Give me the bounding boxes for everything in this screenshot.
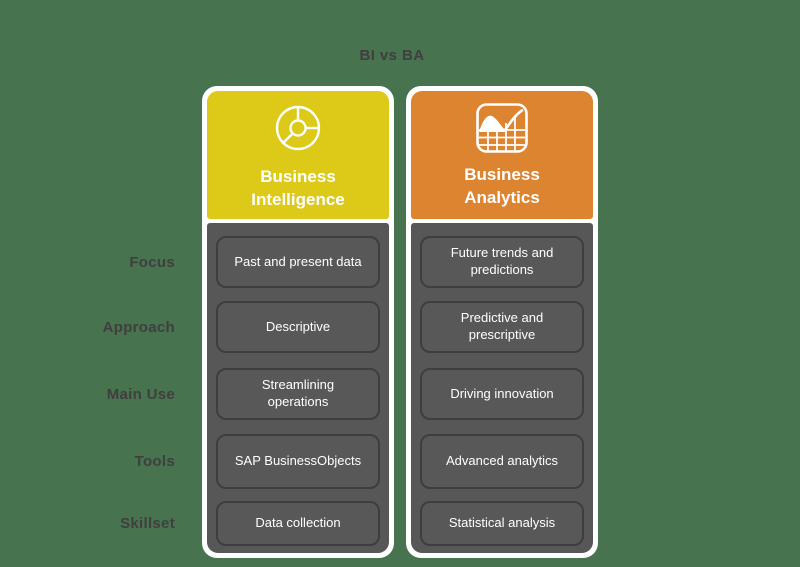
- ba-approach-text: Predictive and prescriptive: [460, 310, 544, 342]
- bi-tools-pill: SAP BusinessObjects: [216, 434, 380, 489]
- ba-focus-pill: Future trends and predictions: [420, 236, 584, 288]
- bi-approach-text: Descriptive: [265, 318, 331, 334]
- ba-main-use-text: Driving innovation: [450, 385, 554, 401]
- column-business-analytics: Business Analytics Future trends and pre…: [406, 86, 598, 558]
- row-label-skillset: Skillset: [120, 515, 175, 532]
- bi-body: Past and present data Descriptive Stream…: [207, 223, 389, 553]
- bi-main-use-text: Streamlining operations: [261, 377, 335, 409]
- pie-chart-icon: [269, 99, 327, 157]
- row-label-main-use: Main Use: [106, 385, 175, 403]
- ba-tools-text: Advanced analytics: [445, 453, 558, 469]
- ba-header: Business Analytics: [411, 91, 593, 219]
- ba-tools-pill: Advanced analytics: [420, 434, 584, 489]
- row-label-tools: Tools: [134, 453, 175, 470]
- bi-title: Business Intelligence: [251, 167, 345, 209]
- ba-body: Future trends and predictions Predictive…: [411, 223, 593, 553]
- bi-main-use-pill: Streamlining operations: [216, 368, 380, 420]
- bi-skillset-pill: Data collection: [216, 501, 380, 546]
- bi-skillset-text: Data collection: [255, 515, 341, 531]
- bi-focus-text: Past and present data: [234, 253, 362, 269]
- ba-skillset-text: Statistical analysis: [448, 515, 556, 531]
- bi-header: Business Intelligence: [207, 91, 389, 219]
- ba-skillset-pill: Statistical analysis: [420, 501, 584, 546]
- row-label-focus: Focus: [129, 253, 175, 271]
- row-labels: Focus Approach Main Use Tools Skillset: [40, 223, 175, 546]
- ba-title: Business Analytics: [464, 165, 540, 207]
- column-business-intelligence: Business Intelligence Past and present d…: [202, 86, 394, 558]
- bi-approach-pill: Descriptive: [216, 301, 380, 353]
- grid-chart-icon: [474, 101, 530, 155]
- bi-focus-pill: Past and present data: [216, 236, 380, 288]
- diagram-title: BI vs BA: [359, 47, 425, 64]
- ba-approach-pill: Predictive and prescriptive: [420, 301, 584, 353]
- ba-main-use-pill: Driving innovation: [420, 368, 584, 420]
- bi-tools-text: SAP BusinessObjects: [234, 453, 362, 469]
- ba-focus-text: Future trends and predictions: [450, 245, 554, 277]
- row-label-approach: Approach: [102, 318, 175, 336]
